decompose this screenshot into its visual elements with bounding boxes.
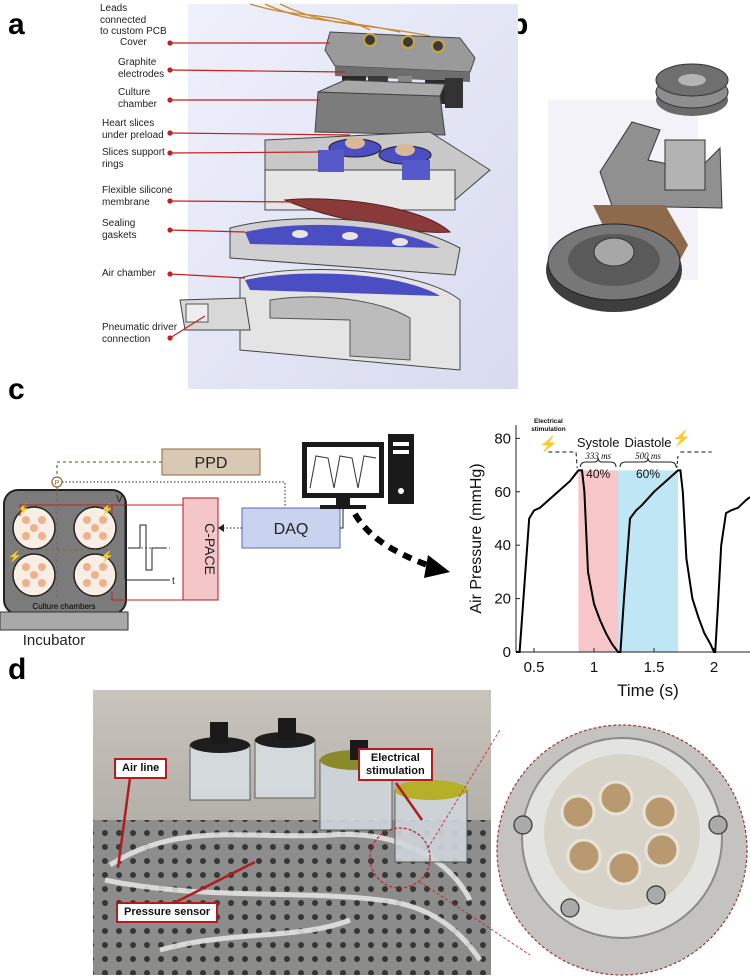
- culture-chambers-label: Culture chambers: [32, 602, 95, 611]
- stimulation-waveform: [124, 500, 170, 581]
- cpace-wiring: [19, 504, 183, 601]
- phase-brace-1: [619, 457, 677, 468]
- label-leads: Leads connected to custom PCB: [100, 3, 167, 37]
- label-pneumatic: Pneumatic driver connection: [102, 322, 178, 345]
- y-tick-label-4: 80: [494, 430, 511, 447]
- electrical-stimulation-leader: [394, 782, 424, 821]
- zoom-line-bottom: [419, 881, 531, 956]
- output-arrow: [352, 512, 432, 569]
- phase-duration-1: 500 ms: [635, 451, 661, 461]
- slices-plate-part: [264, 131, 491, 211]
- x-tick-label-3: 2: [710, 659, 718, 676]
- label-rings: Slices support rings: [102, 147, 165, 170]
- label-membrane: Flexible silicone membrane: [102, 185, 173, 208]
- stimulation-drop-2: [676, 455, 679, 469]
- stimulation-label-line-1: stimulation: [531, 426, 566, 433]
- phase-band-1: [618, 470, 678, 652]
- svg-text:⚡: ⚡: [100, 550, 114, 563]
- pressure-sensor-leader: [169, 860, 256, 907]
- zoom-inset: [496, 724, 748, 976]
- label-gaskets: Sealing gaskets: [102, 218, 137, 241]
- axis-t-label: t: [172, 576, 175, 587]
- x-axis-label: Time (s): [617, 681, 679, 700]
- zoom-line-top: [427, 729, 501, 849]
- stacked-rings-part: [655, 63, 729, 116]
- y-tick-label-0: 0: [503, 644, 511, 661]
- ppd-box: [161, 448, 261, 476]
- daq-to-cpace-arrow: [218, 524, 224, 532]
- stimulation-label-line-0: Electrical: [534, 418, 563, 425]
- x-tick-label-0: 0.5: [524, 659, 545, 676]
- sealing-gaskets-part: [229, 218, 461, 276]
- air-tubing: [104, 831, 483, 962]
- cpace-box: [182, 497, 219, 601]
- daq-box: [241, 507, 341, 549]
- daq-label: DAQ: [274, 521, 309, 538]
- silicone-membrane-part: [283, 198, 452, 233]
- stimulation-dashed-1: [548, 451, 578, 469]
- pressure-sensor-label: Pressure sensor: [116, 902, 219, 923]
- x-tick-label-1: 1: [590, 659, 598, 676]
- label-slices: Heart slices under preload: [102, 118, 164, 141]
- culture-chambers: ⚡ ⚡ ⚡ ⚡: [8, 487, 117, 600]
- y-tick-label-2: 40: [494, 537, 511, 554]
- phase-duration-0: 333 ms: [584, 451, 611, 461]
- label-electrodes: Graphite electrodes: [118, 57, 165, 80]
- incubator-label: Incubator: [23, 632, 86, 649]
- cover-part: [324, 31, 476, 82]
- base-ring-part: [546, 223, 682, 312]
- label-cover: Cover: [120, 37, 147, 48]
- phase-percent-0: 40%: [586, 467, 610, 481]
- phase-brace-0: [579, 457, 617, 468]
- panel-letter-d: d: [8, 653, 27, 686]
- pressure-to-daq-line: [62, 481, 286, 508]
- y-tick-label-1: 20: [494, 591, 511, 608]
- phase-name-1: Diastole: [625, 435, 672, 450]
- panel-a-figure: [167, 3, 518, 389]
- cpace-label: C-PACE: [202, 523, 218, 575]
- output-arrow-head: [424, 555, 450, 578]
- y-axis-label: Air Pressure (mmHg): [468, 463, 485, 613]
- label-chamber: Culture chamber: [118, 87, 157, 110]
- x-tick-label-2: 1.5: [644, 659, 665, 676]
- lead-wires: [249, 3, 431, 37]
- air-line-leader: [116, 777, 132, 869]
- svg-text:⚡: ⚡: [8, 550, 22, 563]
- y-tick-label-3: 60: [494, 484, 511, 501]
- phase-percent-1: 60%: [636, 467, 660, 481]
- pressure-marker-label: P: [55, 480, 60, 487]
- zoom-target-circle: [369, 827, 431, 889]
- panel-b-figure: [546, 63, 729, 312]
- culture-chamber-part: [314, 79, 446, 136]
- leader-lines: [167, 40, 351, 341]
- svg-text:⚡: ⚡: [16, 503, 30, 516]
- ppd-label: PPD: [195, 455, 228, 472]
- lightning-icon-2: ⚡: [672, 429, 691, 447]
- air-line-label: Air line: [114, 758, 168, 779]
- computer-icon: [302, 434, 414, 529]
- axis-v-label: V: [116, 494, 123, 505]
- panel-letter-a: a: [8, 8, 25, 41]
- pressure-line-0: [516, 469, 750, 653]
- svg-text:⚡: ⚡: [100, 503, 114, 516]
- label-air-chamber: Air chamber: [102, 268, 156, 279]
- incubator-base: [0, 611, 129, 631]
- ppd-dashed-line: [56, 461, 162, 478]
- lightning-icon-1: ⚡: [539, 435, 558, 453]
- electrical-stimulation-label: Electrical stimulation: [358, 748, 433, 782]
- air-chamber-part: [239, 268, 461, 371]
- phase-name-0: Systole: [577, 435, 620, 450]
- panel-letter-c: c: [8, 373, 25, 406]
